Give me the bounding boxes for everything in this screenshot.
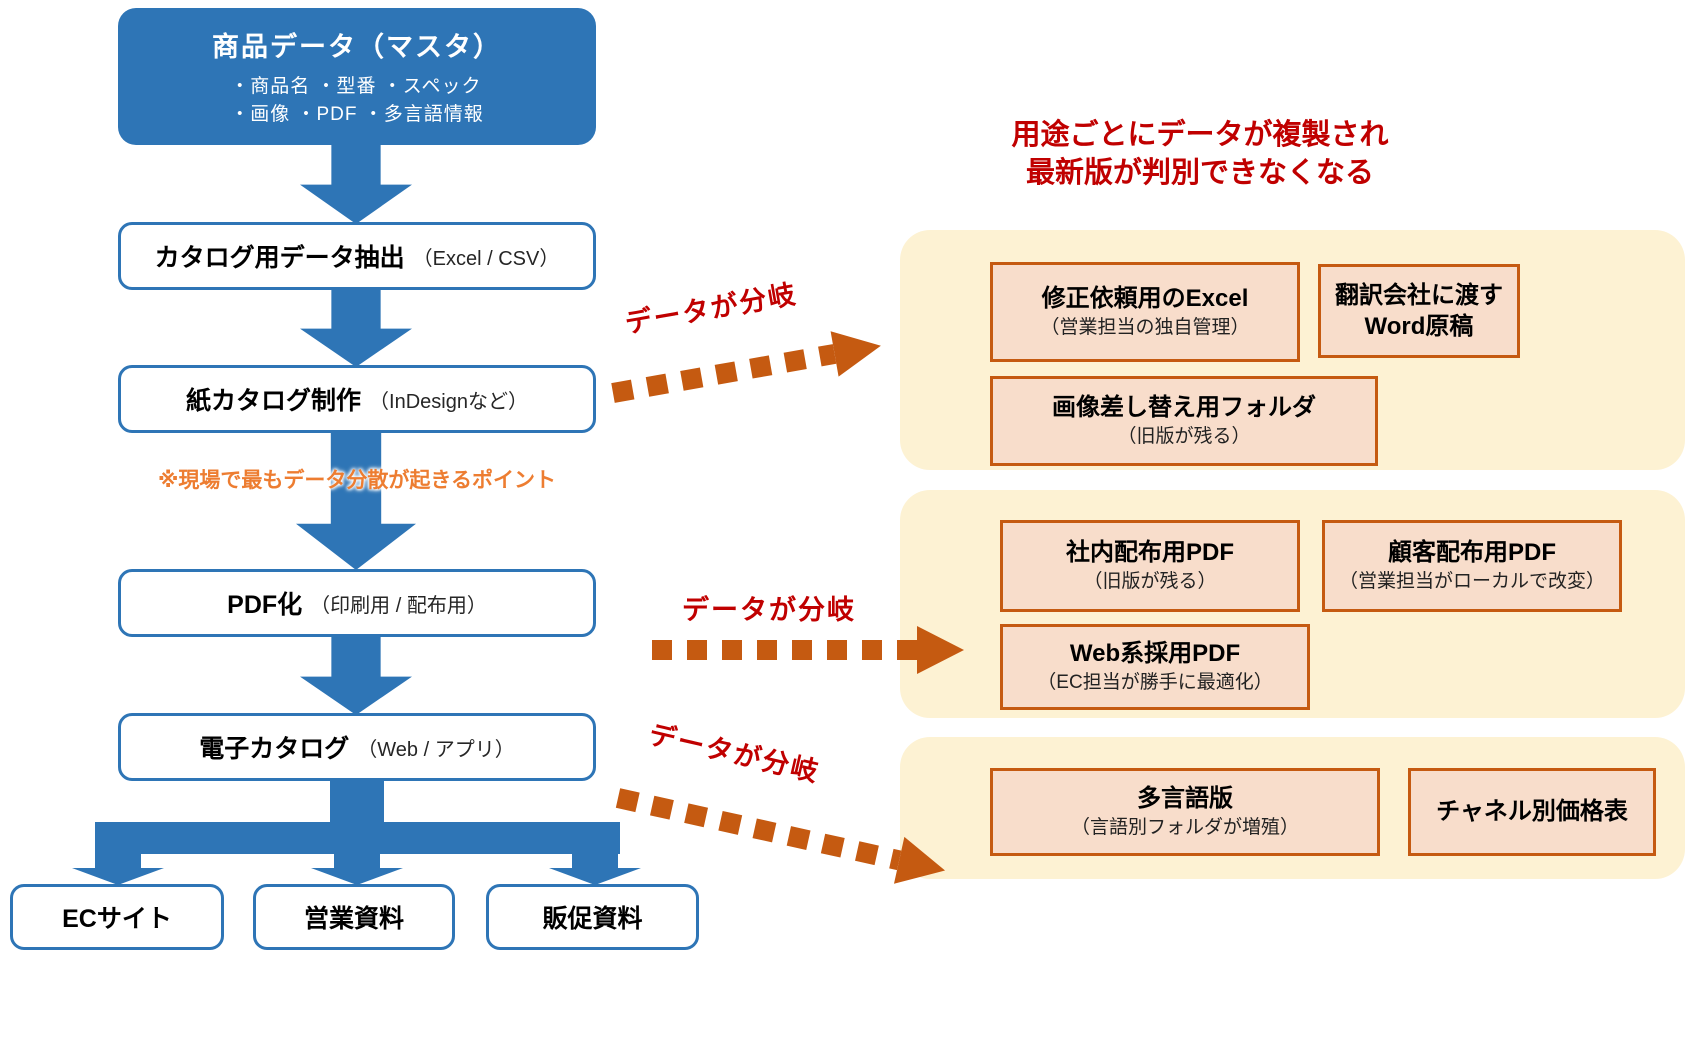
output-label: ECサイト [62,905,172,933]
flow-step-pdf: PDF化 （印刷用 / 配布用） [118,569,596,637]
branch-arrow-icon [615,788,946,884]
output-label: 営業資料 [303,905,404,933]
warning-note: ※現場で最もデータ分散が起きるポイント [158,469,556,492]
flow-step-print-catalog: 紙カタログ制作 （InDesignなど） [118,365,596,433]
flow-step-label: 紙カタログ制作 [186,387,362,415]
down-arrow-icon [300,635,412,715]
dup-box-title: Web系採用PDF [1069,640,1241,668]
dup-box-fix-request-excel: 修正依頼用のExcel （営業担当の独自管理） [990,262,1300,362]
flow-step-note: （InDesignなど） [369,390,528,413]
dup-box-title: 多言語版 [1137,785,1233,813]
flow-step-label: 電子カタログ [199,735,350,763]
flow-step-label: PDF化 [227,591,303,619]
master-data-title: 商品データ（マスタ） [212,31,502,62]
down-arrow-icon [296,430,416,570]
branch-arrow-icon [611,331,881,403]
flow-step-digital-catalog: 電子カタログ （Web / アプリ） [118,713,596,781]
down-arrow-icon [300,287,412,367]
dup-box-sub: （言語別フォルダが増殖） [1070,817,1299,839]
flow-step-note: （Web / アプリ） [357,738,515,761]
dup-box-sub: （旧版が残る） [1083,571,1217,593]
flow-step-note: （印刷用 / 配布用） [310,594,487,617]
dup-box-title: 翻訳会社に渡す [1335,281,1503,309]
flow-step-label: カタログ用データ抽出 [154,244,405,272]
master-data-bullets: ・商品名 ・型番 ・スペック ・画像 ・PDF ・多言語情報 [230,73,484,128]
master-bullets-line1: ・商品名 ・型番 ・スペック [230,75,482,97]
branch-arrow-icon [652,626,964,674]
down-arrow-icon [300,142,412,224]
dup-box-title: 社内配布用PDF [1066,539,1234,567]
output-label: 販促資料 [542,905,643,933]
output-box-sales-docs: 営業資料 [253,884,455,950]
dup-box-image-swap-folder: 画像差し替え用フォルダ （旧版が残る） [990,376,1378,466]
master-bullets-line2: ・画像 ・PDF ・多言語情報 [230,103,484,125]
dup-box-multilingual: 多言語版 （言語別フォルダが増殖） [990,768,1380,856]
dup-box-sub: （旧版が残る） [1117,426,1251,448]
branch-connector [72,780,641,885]
master-data-box: 商品データ（マスタ） ・商品名 ・型番 ・スペック ・画像 ・PDF ・多言語情… [118,8,596,145]
dup-box-channel-price-list: チャネル別価格表 [1408,768,1656,856]
dup-box-internal-pdf: 社内配布用PDF （旧版が残る） [1000,520,1300,612]
duplication-heading-line2: 最新版が判別できなくなる [1025,157,1374,190]
duplication-heading: 用途ごとにデータが複製され 最新版が判別できなくなる [880,116,1520,193]
output-box-promo-docs: 販促資料 [486,884,699,950]
dup-box-sub: Word原稿 [1364,312,1474,340]
branch-label: データが分岐 [682,595,856,625]
dup-box-customer-pdf: 顧客配布用PDF （営業担当がローカルで改変） [1322,520,1622,612]
flow-step-catalog-data-extract: カタログ用データ抽出 （Excel / CSV） [118,222,596,290]
dup-box-web-pdf: Web系採用PDF （EC担当が勝手に最適化） [1000,624,1310,710]
dup-box-sub: （営業担当がローカルで改変） [1338,571,1605,593]
flow-step-note: （Excel / CSV） [412,247,560,270]
dup-box-title: 画像差し替え用フォルダ [1052,394,1316,422]
dup-box-title: 修正依頼用のExcel [1041,285,1249,313]
dup-box-sub: （営業担当の独自管理） [1040,317,1250,339]
dup-box-translation-word: 翻訳会社に渡す Word原稿 [1318,264,1520,358]
dup-box-sub: （EC担当が勝手に最適化） [1037,672,1273,694]
output-box-ec-site: ECサイト [10,884,224,950]
dup-box-title: チャネル別価格表 [1436,798,1628,825]
dup-box-title: 顧客配布用PDF [1388,539,1556,567]
duplication-heading-line1: 用途ごとにデータが複製され [1011,119,1389,151]
